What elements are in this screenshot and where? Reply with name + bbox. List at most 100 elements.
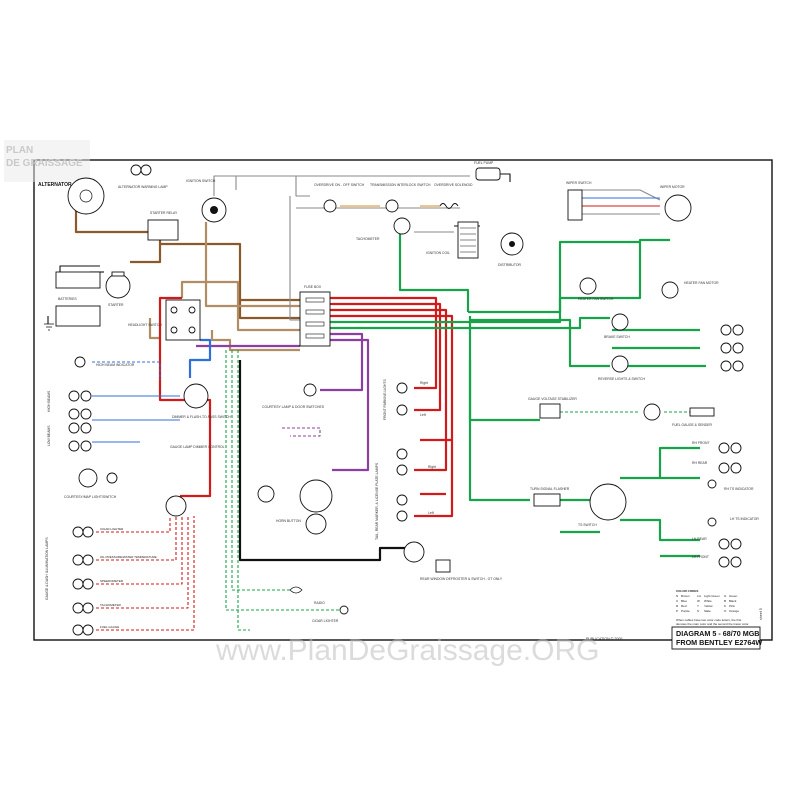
svg-text:HIGH BEAM INDICATOR: HIGH BEAM INDICATOR <box>96 363 135 367</box>
front-parking-lights: FRONT PARKING LIGHTS Right Left <box>383 379 428 420</box>
svg-text:FRONT PARKING LIGHTS: FRONT PARKING LIGHTS <box>383 379 387 420</box>
gauge-voltage-stabilizer: GAUGE VOLTAGE STABILIZER <box>528 397 577 419</box>
svg-text:FUSE BOX: FUSE BOX <box>304 285 322 289</box>
color-code-cell: W <box>697 599 700 603</box>
ignition-coil: IGNITION COIL <box>426 221 479 259</box>
gauge-lamp-dimmer: GAUGE LAMP DIMMER CONTROL <box>170 445 225 449</box>
svg-text:TS SWITCH: TS SWITCH <box>578 523 597 527</box>
color-code-cell: LG <box>697 594 702 598</box>
color-code-cell: Orange <box>729 609 739 613</box>
alternator-warning-lamp: ALTERNATOR WARNING LAMP <box>118 164 168 189</box>
color-code-cell: Black <box>729 599 737 603</box>
svg-text:STARTER: STARTER <box>108 303 124 307</box>
color-code-cell: Blue <box>681 599 687 603</box>
svg-text:COURTESY LAMP & DOOR SWITCHES: COURTESY LAMP & DOOR SWITCHES <box>262 405 325 409</box>
gauge-dimmer-rheostat <box>165 495 187 517</box>
svg-text:FUEL GAUGE: FUEL GAUGE <box>100 625 119 629</box>
brake-switch: BRAKE SWITCH <box>604 313 630 339</box>
svg-text:Right: Right <box>428 465 436 469</box>
svg-text:CIGAR LIGHTER: CIGAR LIGHTER <box>312 619 339 623</box>
svg-text:FUEL GAUGE & SENDER: FUEL GAUGE & SENDER <box>672 423 713 427</box>
color-code-cell: P <box>676 609 678 613</box>
wires <box>47 173 706 631</box>
svg-text:FUEL PUMP: FUEL PUMP <box>474 161 494 165</box>
sheet-number: sheet 5 <box>759 608 763 620</box>
rh-ts-indicator: RH TS INDICATOR <box>707 479 754 491</box>
horn: HORN BUTTON <box>257 479 333 535</box>
courtesy-map-light: COURTESY/MAP LIGHT/SWITCH <box>64 468 118 499</box>
svg-text:LH TS INDICATOR: LH TS INDICATOR <box>730 517 759 521</box>
ts-switch: TS SWITCH <box>578 483 627 527</box>
lh-ts-indicator: LH TS INDICATOR <box>707 517 759 527</box>
svg-text:Left: Left <box>428 511 434 515</box>
headlight-switch: HEADLIGHT SWITCH <box>128 299 201 341</box>
alternator: ALTERNATOR <box>38 177 105 215</box>
svg-text:WIPER SWITCH: WIPER SWITCH <box>566 181 592 185</box>
svg-text:TACHOMETER: TACHOMETER <box>356 237 380 241</box>
svg-text:DE GRAISSAGE: DE GRAISSAGE <box>6 158 83 169</box>
heater-fan-switch: HEATER FAN SWITCH <box>578 277 614 301</box>
svg-text:GAUGE & DASH ILLUMINATION LAMP: GAUGE & DASH ILLUMINATION LAMPS <box>45 537 49 600</box>
color-code-cell: Y <box>697 604 699 608</box>
wiper-switch: WIPER SWITCH <box>566 181 592 221</box>
watermark-logo: PLAN DE GRAISSAGE <box>4 140 90 182</box>
starter-relay: STARTER RELAY <box>147 211 179 241</box>
color-code-cell: Slate <box>704 609 711 613</box>
color-code-cell: Yellow <box>704 604 713 608</box>
diagram-subtitle: FROM BENTLEY E2764W <box>676 638 762 647</box>
svg-text:denotes the main color and the: denotes the main color and the second th… <box>676 622 749 626</box>
svg-text:BATTERIES: BATTERIES <box>58 297 77 301</box>
diagram-border <box>33 159 773 641</box>
radio: RADIO <box>289 586 325 605</box>
color-code-cell: Green <box>729 594 738 598</box>
reverse-switch: REVERSE LIGHTS & SWITCH <box>598 355 645 381</box>
svg-text:GAUGE LAMP DIMMER CONTROL: GAUGE LAMP DIMMER CONTROL <box>170 445 225 449</box>
heater-fan-motor: HEATER FAN MOTOR <box>661 281 719 299</box>
svg-text:OVERDRIVE ON - OFF SWITCH: OVERDRIVE ON - OFF SWITCH <box>314 183 365 187</box>
fuel-pump: FUEL PUMP <box>474 161 501 181</box>
ignition-switch: IGNITION SWITCH <box>186 179 227 223</box>
color-code-cell: Light Green <box>704 594 720 598</box>
svg-text:DIMMER & FLASH-TO-PASS SWITCH: DIMMER & FLASH-TO-PASS SWITCH <box>172 415 231 419</box>
svg-text:HORN BUTTON: HORN BUTTON <box>276 519 301 523</box>
tachometer: TACHOMETER <box>356 217 411 241</box>
svg-text:When cables have two color cod: When cables have two color code letters,… <box>676 618 742 622</box>
svg-text:Left: Left <box>420 413 426 417</box>
svg-text:ALTERNATOR WARNING LAMP: ALTERNATOR WARNING LAMP <box>118 185 168 189</box>
tail-lamps: TAIL, REAR MARKER, & LICENSE PLATE LAMPS… <box>375 448 436 540</box>
publication-note: PUBLICATION © 2005 <box>586 637 622 641</box>
overdrive-solenoid: OVERDRIVE SOLENOID <box>434 183 473 209</box>
svg-text:STARTER RELAY: STARTER RELAY <box>150 211 178 215</box>
color-code-cell: U <box>676 599 678 603</box>
svg-text:LH FRONT: LH FRONT <box>692 555 709 559</box>
svg-text:CIGAR LIGHTER: CIGAR LIGHTER <box>100 527 124 531</box>
overdrive-switch: OVERDRIVE ON - OFF SWITCH <box>314 183 365 213</box>
svg-text:BRAKE SWITCH: BRAKE SWITCH <box>604 335 630 339</box>
high-beams: HIGH BEAMS <box>47 390 92 420</box>
lh-rear-lamp: LH REAR <box>692 537 742 550</box>
starter: STARTER <box>105 271 131 307</box>
fuel-gauge: FUEL GAUGE & SENDER <box>643 403 715 427</box>
svg-text:TACHOMETER: TACHOMETER <box>100 603 122 607</box>
svg-text:RH TS INDICATOR: RH TS INDICATOR <box>724 487 754 491</box>
svg-text:HEATER FAN SWITCH: HEATER FAN SWITCH <box>578 297 614 301</box>
watermark-url: www.PlanDeGraissage.ORG <box>215 634 599 667</box>
svg-text:Right: Right <box>420 381 428 385</box>
svg-text:LH REAR: LH REAR <box>692 537 707 541</box>
svg-text:REAR WINDOW DEFROSTER & SWITCH: REAR WINDOW DEFROSTER & SWITCH - GT ONLY <box>420 577 503 581</box>
svg-text:DISTRIBUTOR: DISTRIBUTOR <box>498 263 521 267</box>
turn-signal-flasher: TURN SIGNAL FLASHER <box>530 487 570 507</box>
interlock-switch: TRANSMISSION INTERLOCK SWITCH <box>370 183 431 213</box>
svg-text:TRANSMISSION INTERLOCK SWITCH: TRANSMISSION INTERLOCK SWITCH <box>370 183 431 187</box>
gauge-dash-lamps: GAUGE & DASH ILLUMINATION LAMPS CIGAR LI… <box>45 526 157 636</box>
color-code-cell: R <box>676 604 679 608</box>
color-code-cell: O <box>724 609 727 613</box>
svg-text:LOW BEAMS: LOW BEAMS <box>47 425 51 446</box>
color-code-cell: S <box>697 609 699 613</box>
svg-text:GAUGE VOLTAGE STABILIZER: GAUGE VOLTAGE STABILIZER <box>528 397 577 401</box>
rear-window-defroster: REAR WINDOW DEFROSTER & SWITCH - GT ONLY <box>403 541 503 581</box>
high-beam-indicator: HIGH BEAM INDICATOR <box>74 356 135 368</box>
diagram-title: DIAGRAM 5 - 68/70 MGB <box>676 629 759 638</box>
